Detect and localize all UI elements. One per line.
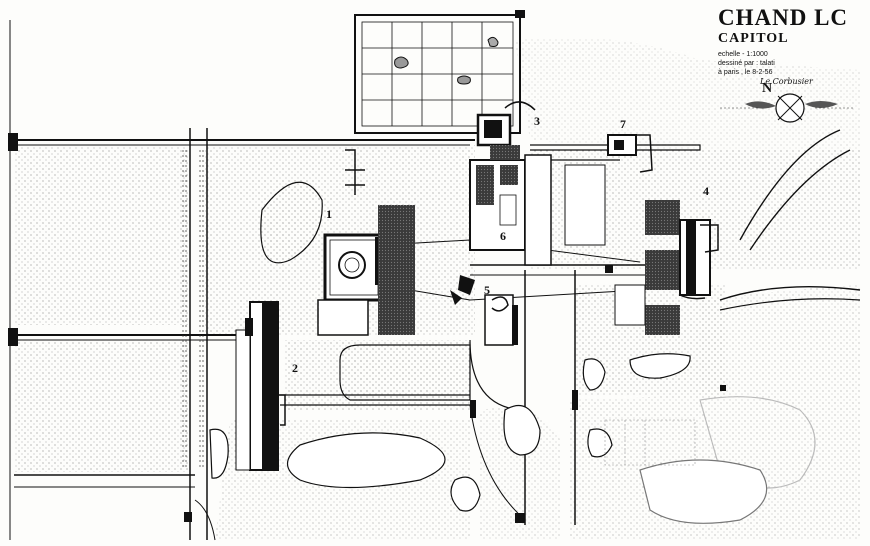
label-4: 4 — [703, 184, 709, 198]
label-6: 6 — [500, 229, 506, 243]
grid-garden — [354, 14, 521, 134]
north-arrow: N — [720, 81, 855, 123]
label-5: 5 — [484, 283, 490, 297]
place-date-text: à paris , le 8-2-56 — [718, 69, 773, 76]
label-1: 1 — [326, 207, 332, 221]
title-block: CHAND LC CAPITOL echelle - 1:1000 dessin… — [718, 5, 868, 87]
plan-title: CHAND LC — [718, 5, 849, 30]
north-label: N — [762, 81, 772, 96]
roads — [9, 20, 700, 541]
faint-grid-lower-right — [604, 419, 696, 466]
label-3: 3 — [534, 114, 540, 128]
scale-text: echelle - 1:1000 — [718, 51, 768, 58]
building-4-high-court — [605, 200, 719, 335]
building-6-governor-palace — [469, 145, 606, 266]
label-7: 7 — [620, 117, 626, 131]
tree-rows — [182, 150, 204, 470]
signature: Le Corbusier — [760, 77, 813, 86]
site-markers — [8, 10, 726, 523]
label-2: 2 — [292, 361, 298, 375]
building-2-secretariat — [235, 301, 286, 471]
building-3 — [476, 101, 536, 147]
building-1-assembly — [317, 205, 415, 336]
building-7 — [607, 134, 653, 173]
plan-subtitle: CAPITOL — [718, 31, 789, 46]
mounds — [209, 129, 861, 524]
drawn-by-text: dessiné par : talati — [718, 60, 775, 67]
building-5-monuments — [450, 275, 518, 346]
